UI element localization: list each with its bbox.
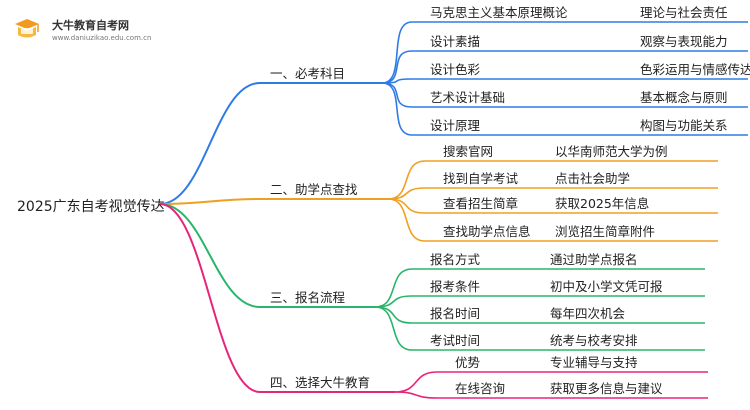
leaf-topic[interactable]: 找到自学考试 (443, 171, 519, 186)
leaf-connector (374, 306, 413, 324)
leaf-detail[interactable]: 点击社会助学 (555, 171, 631, 186)
leaf-detail[interactable]: 专业辅导与支持 (550, 355, 638, 370)
leaf-topic[interactable]: 设计色彩 (430, 62, 481, 77)
book-logo-icon (15, 19, 39, 38)
leaf-connector (394, 391, 438, 399)
root-topic[interactable]: 2025广东自考视觉传达 (17, 199, 165, 215)
branch-connector (159, 203, 261, 308)
branch-label[interactable]: 一、必考科目 (270, 66, 346, 81)
leaf-topic[interactable]: 考试时间 (430, 333, 481, 348)
leaf-connector (387, 187, 426, 200)
leaf-topic[interactable]: 报名时间 (430, 306, 481, 321)
logo-url: www.daniuzikao.edu.com.cn (52, 34, 152, 42)
logo-name: 大牛教育自考网 (52, 19, 129, 32)
leaf-detail[interactable]: 每年四次机会 (550, 306, 626, 321)
leaf-topic[interactable]: 查找助学点信息 (443, 224, 531, 239)
leaf-connector (374, 295, 413, 308)
branch-connector (159, 82, 261, 205)
leaf-topic[interactable]: 设计素描 (430, 34, 481, 49)
leaf-detail[interactable]: 构图与功能关系 (640, 118, 728, 133)
leaf-topic[interactable]: 查看招生简章 (443, 196, 519, 211)
leaf-connector (374, 306, 413, 351)
branch-connector (159, 198, 261, 205)
branch-label[interactable]: 四、选择大牛教育 (270, 375, 371, 390)
leaf-detail[interactable]: 理论与社会责任 (640, 5, 728, 20)
leaf-detail[interactable]: 获取更多信息与建议 (550, 381, 663, 396)
leaf-topic[interactable]: 艺术设计基础 (430, 90, 506, 105)
leaf-connector (381, 78, 413, 84)
leaf-detail[interactable]: 观察与表现能力 (640, 34, 728, 49)
leaf-detail[interactable]: 基本概念与原则 (640, 90, 728, 105)
leaf-topic[interactable]: 报考条件 (430, 279, 481, 294)
branch-connector (159, 203, 261, 393)
branch-label[interactable]: 三、报名流程 (270, 290, 346, 305)
leaf-detail[interactable]: 获取2025年信息 (555, 196, 650, 211)
leaf-detail[interactable]: 色彩运用与情感传达 (640, 62, 750, 77)
leaf-detail[interactable]: 通过助学点报名 (550, 252, 638, 267)
leaf-connector (381, 21, 413, 84)
leaf-topic[interactable]: 在线咨询 (455, 381, 506, 396)
leaf-topic[interactable]: 优势 (455, 355, 481, 370)
leaf-detail[interactable]: 浏览招生简章附件 (555, 224, 656, 239)
leaf-topic[interactable]: 设计原理 (430, 118, 481, 133)
branch-label[interactable]: 二、助学点查找 (270, 182, 358, 197)
leaf-detail[interactable]: 以华南师范大学为例 (555, 144, 668, 159)
leaf-detail[interactable]: 初中及小学文凭可报 (550, 279, 663, 294)
leaf-detail[interactable]: 统考与校考安排 (550, 333, 638, 348)
site-logo[interactable]: 大牛教育自考网 www.daniuzikao.edu.com.cn (12, 12, 172, 48)
leaf-connector (381, 82, 413, 136)
leaf-topic[interactable]: 报名方式 (430, 252, 481, 267)
leaf-topic[interactable]: 马克思主义基本原理概论 (430, 5, 568, 20)
leaf-connector (394, 371, 438, 393)
leaf-topic[interactable]: 搜索官网 (443, 144, 494, 159)
leaf-connector (387, 198, 426, 242)
leaf-connector (387, 198, 426, 214)
